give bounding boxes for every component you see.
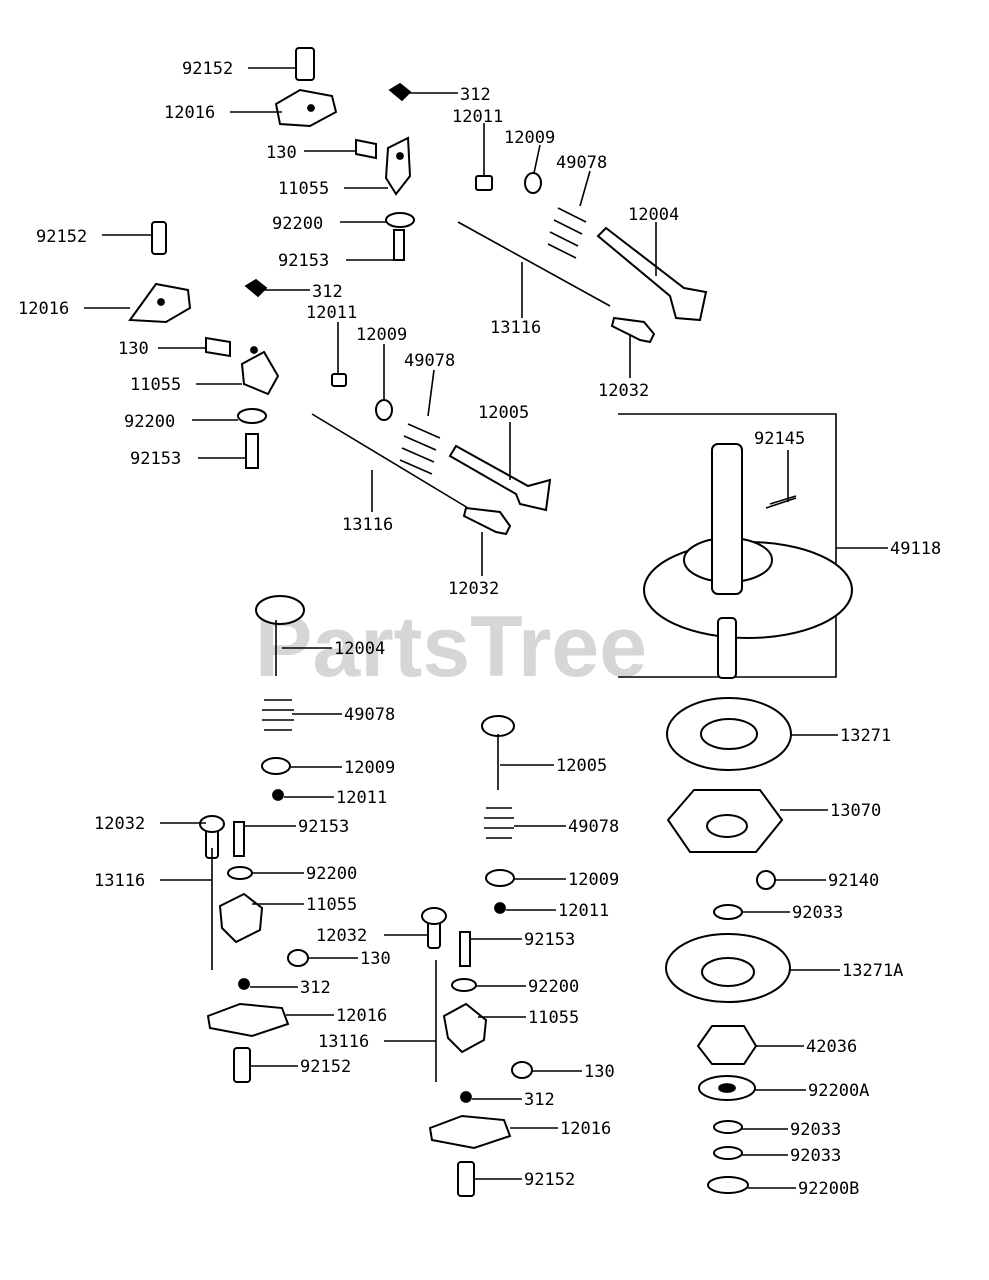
callout-label: 49078 bbox=[568, 817, 619, 837]
callout-label: 312 bbox=[524, 1090, 555, 1110]
callout-label: 312 bbox=[460, 85, 491, 105]
callout-label: 12032 bbox=[598, 381, 649, 401]
stud-part bbox=[393, 229, 405, 261]
callout-label: 92200 bbox=[306, 864, 357, 884]
callout-label: 92152 bbox=[524, 1170, 575, 1190]
callout-label: 13116 bbox=[490, 318, 541, 338]
callout-label: 130 bbox=[584, 1062, 615, 1082]
callout-label: 12009 bbox=[504, 128, 555, 148]
callout-label: 12011 bbox=[558, 901, 609, 921]
callout-label: 92200A bbox=[808, 1081, 869, 1101]
callout-label: 49078 bbox=[344, 705, 395, 725]
callout-label: 92153 bbox=[130, 449, 181, 469]
callout-label: 92200 bbox=[272, 214, 323, 234]
adjuster-part bbox=[475, 175, 493, 191]
leader-lines bbox=[84, 67, 888, 1189]
callout-label: 13271 bbox=[840, 726, 891, 746]
callout-label: 92145 bbox=[754, 429, 805, 449]
bolt-part bbox=[355, 138, 377, 160]
callout-label: 11055 bbox=[528, 1008, 579, 1028]
callout-label: 12011 bbox=[452, 107, 503, 127]
callout-label: 12011 bbox=[306, 303, 357, 323]
callout-label: 12032 bbox=[94, 814, 145, 834]
callout-label: 12005 bbox=[556, 756, 607, 776]
spring-pin-part bbox=[765, 495, 797, 509]
callout-label: 92153 bbox=[298, 817, 349, 837]
valve-spring-part bbox=[547, 207, 587, 259]
callout-label: 12011 bbox=[336, 788, 387, 808]
callout-label: 13116 bbox=[318, 1032, 369, 1052]
callout-label: 92200 bbox=[528, 977, 579, 997]
callout-label: 12005 bbox=[478, 403, 529, 423]
callout-label: 12009 bbox=[356, 325, 407, 345]
callout-label: 312 bbox=[312, 282, 343, 302]
callout-label: 49118 bbox=[890, 539, 941, 559]
callout-label: 11055 bbox=[130, 375, 181, 395]
callout-label: 92152 bbox=[36, 227, 87, 247]
callout-label: 13116 bbox=[94, 871, 145, 891]
callout-label: 13271A bbox=[842, 961, 903, 981]
push-rod-part bbox=[457, 221, 611, 307]
callout-label: 12032 bbox=[448, 579, 499, 599]
tappet-part bbox=[610, 316, 656, 344]
callout-label: 92152 bbox=[300, 1057, 351, 1077]
callout-label: 12004 bbox=[334, 639, 385, 659]
callout-label: 49078 bbox=[556, 153, 607, 173]
callout-label: 11055 bbox=[278, 179, 329, 199]
callout-label: 92200B bbox=[798, 1179, 859, 1199]
callout-label: 92033 bbox=[790, 1120, 841, 1140]
callout-label: 92140 bbox=[828, 871, 879, 891]
callout-label: 12009 bbox=[568, 870, 619, 890]
callout-label: 130 bbox=[266, 143, 297, 163]
callout-label: 12004 bbox=[628, 205, 679, 225]
callout-label: 13116 bbox=[342, 515, 393, 535]
callout-labels: 92152 12016 312 12011 130 12009 49078 11… bbox=[18, 59, 941, 1199]
callout-label: 312 bbox=[300, 978, 331, 998]
callout-label: 92200 bbox=[124, 412, 175, 432]
parts-drawings bbox=[128, 47, 853, 1197]
callout-label: 12009 bbox=[344, 758, 395, 778]
callout-label: 12016 bbox=[560, 1119, 611, 1139]
nut-part bbox=[388, 82, 412, 102]
callout-label: 92033 bbox=[792, 903, 843, 923]
callout-label: 130 bbox=[118, 339, 149, 359]
callout-label: 92033 bbox=[790, 1146, 841, 1166]
callout-label: 13070 bbox=[830, 801, 881, 821]
callout-label: 42036 bbox=[806, 1037, 857, 1057]
watermark: PartsTree bbox=[255, 599, 647, 695]
rocker-bracket-part bbox=[384, 136, 412, 196]
exhaust-valve-part bbox=[596, 226, 708, 322]
washer-part bbox=[385, 212, 415, 228]
callout-label: 12016 bbox=[336, 1006, 387, 1026]
callout-label: 12032 bbox=[316, 926, 367, 946]
spring-retainer-part bbox=[524, 172, 542, 194]
camshaft-part bbox=[711, 443, 743, 595]
callout-label: 49078 bbox=[404, 351, 455, 371]
callout-label: 12016 bbox=[18, 299, 69, 319]
callout-label: 11055 bbox=[306, 895, 357, 915]
callout-label: 92153 bbox=[278, 251, 329, 271]
rocker-arm-part bbox=[274, 88, 338, 128]
callout-label: 130 bbox=[360, 949, 391, 969]
callout-label: 12016 bbox=[164, 103, 215, 123]
rocker-pivot-bushing-part bbox=[295, 47, 315, 81]
callout-label: 92153 bbox=[524, 930, 575, 950]
callout-label: 92152 bbox=[182, 59, 233, 79]
